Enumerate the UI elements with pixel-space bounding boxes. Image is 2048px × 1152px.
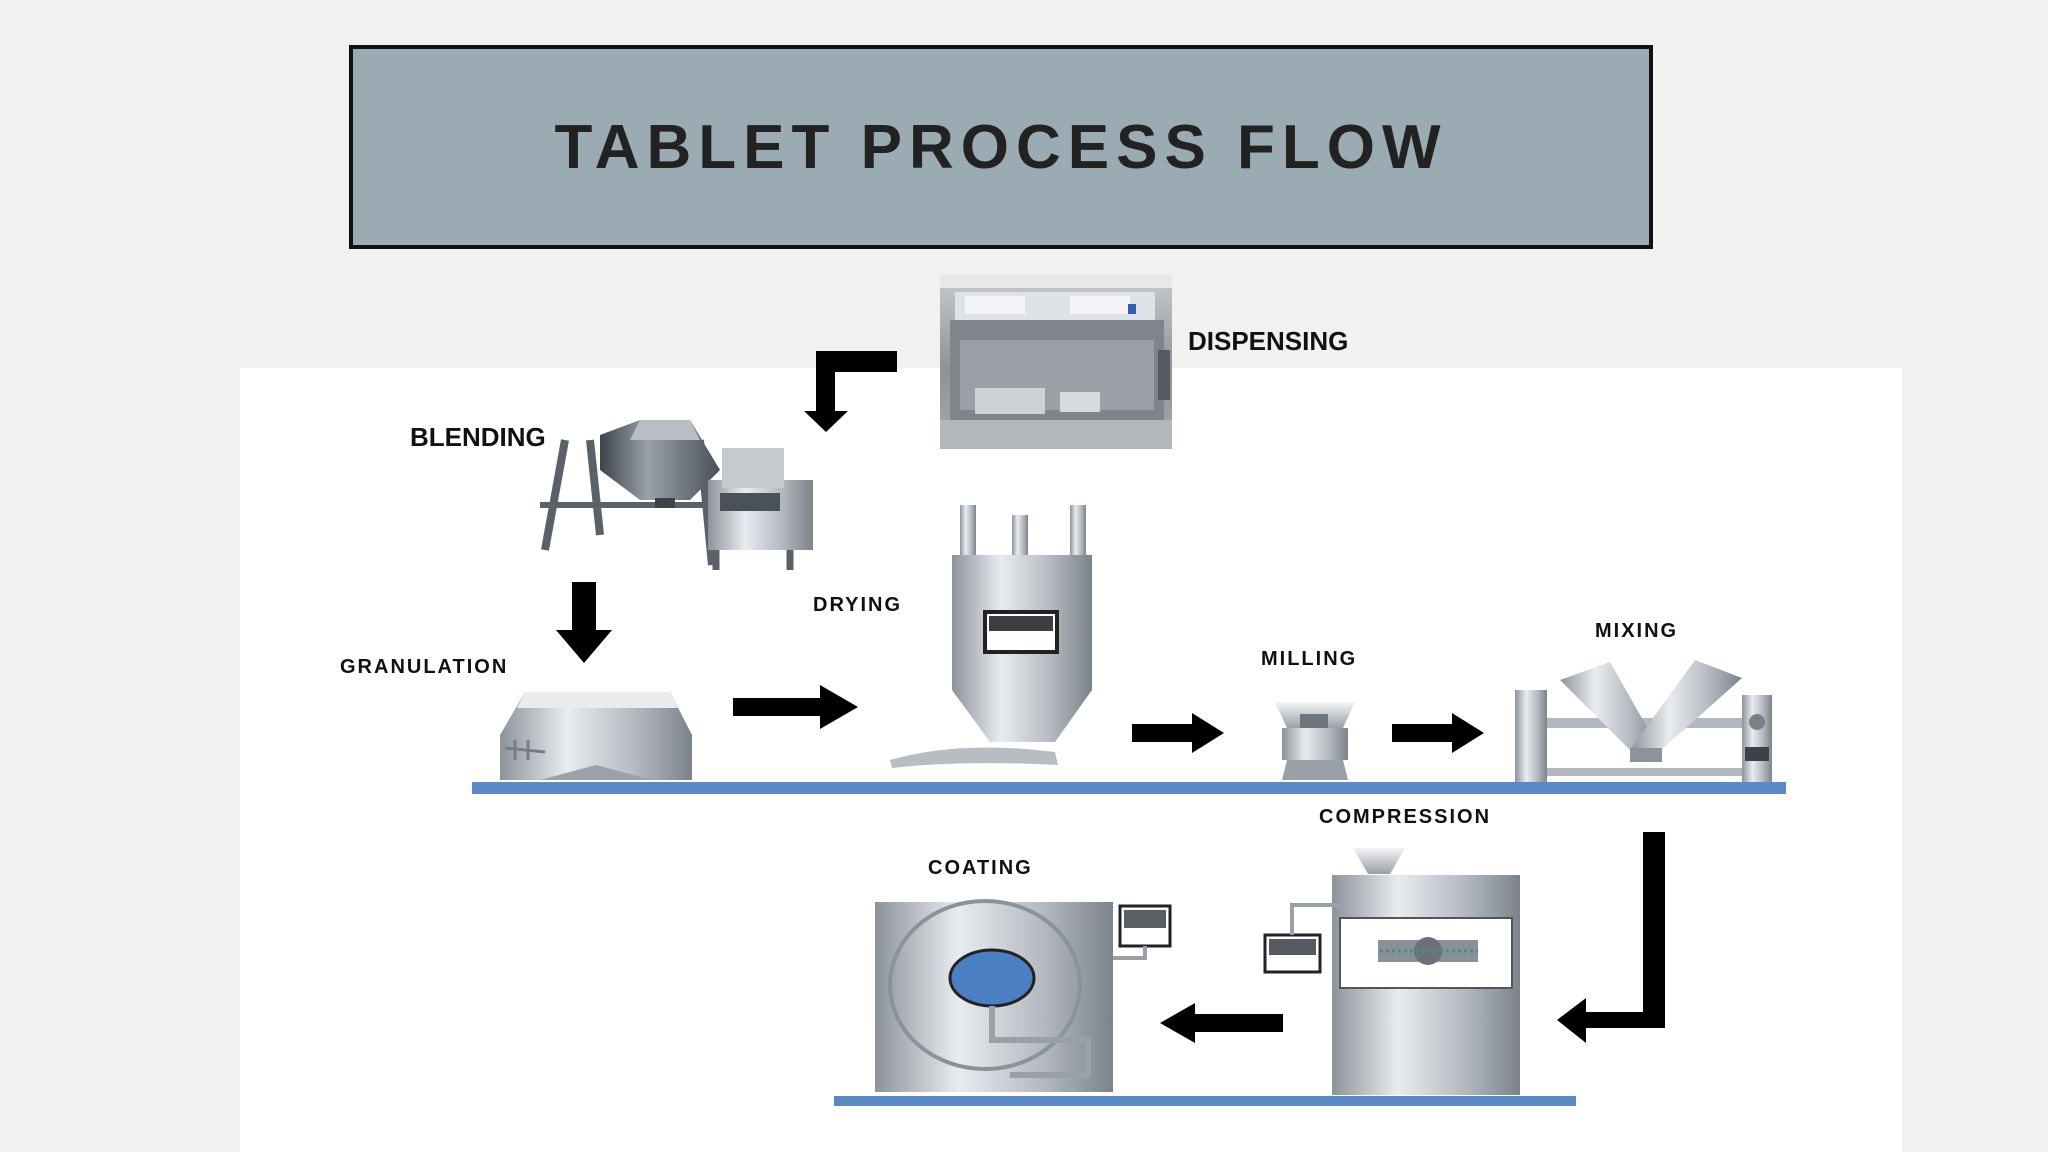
- label-granulation: GRANULATION: [340, 656, 509, 678]
- v-blender-image: [1515, 660, 1772, 783]
- page-title: TABLET PROCESS FLOW: [554, 112, 1448, 182]
- label-blending: BLENDING: [410, 422, 546, 452]
- label-drying: DRYING: [813, 594, 903, 616]
- arrow-granulation-to-drying: [733, 685, 858, 729]
- arrow-blending-to-granulation: [556, 582, 612, 663]
- arrow-dispensing-to-blending: [804, 351, 897, 432]
- coating-drum-window: [948, 948, 1036, 1008]
- label-compression: COMPRESSION: [1319, 806, 1492, 828]
- blender-image: [540, 420, 813, 570]
- upper-conveyor: [472, 782, 1786, 794]
- dispensing-booth-image: [940, 274, 1172, 449]
- tablet-press-image: [1263, 848, 1520, 1095]
- arrow-drying-to-milling: [1132, 713, 1224, 753]
- arrow-mixing-to-compression: [1557, 832, 1665, 1043]
- title-banner: TABLET PROCESS FLOW: [349, 45, 1653, 249]
- mill-image: [1275, 702, 1355, 780]
- lower-conveyor: [834, 1096, 1576, 1106]
- label-mixing: MIXING: [1595, 620, 1679, 642]
- dryer-image: [890, 505, 1092, 768]
- label-milling: MILLING: [1261, 648, 1358, 670]
- label-dispensing: DISPENSING: [1188, 326, 1349, 356]
- arrow-compression-to-coating: [1160, 1003, 1283, 1043]
- granulator-image: [500, 692, 692, 780]
- label-coating: COATING: [928, 857, 1033, 879]
- arrow-milling-to-mixing: [1392, 713, 1484, 753]
- coating-pan-image: [875, 899, 1172, 1092]
